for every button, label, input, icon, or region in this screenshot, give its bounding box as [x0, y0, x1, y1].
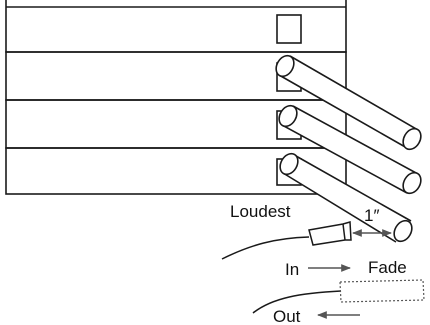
- label-in: In: [285, 260, 299, 279]
- mic-body-fade: [340, 280, 424, 302]
- label-loudest: Loudest: [230, 202, 291, 221]
- label-fade: Fade: [368, 258, 407, 277]
- speaker-square-1: [277, 15, 301, 43]
- mic-cable-loudest: [222, 237, 309, 259]
- label-out: Out: [273, 307, 301, 325]
- rack-unit-1: [6, 0, 346, 52]
- microphone-loudest: [222, 222, 351, 259]
- label-distance: 1″: [364, 206, 379, 225]
